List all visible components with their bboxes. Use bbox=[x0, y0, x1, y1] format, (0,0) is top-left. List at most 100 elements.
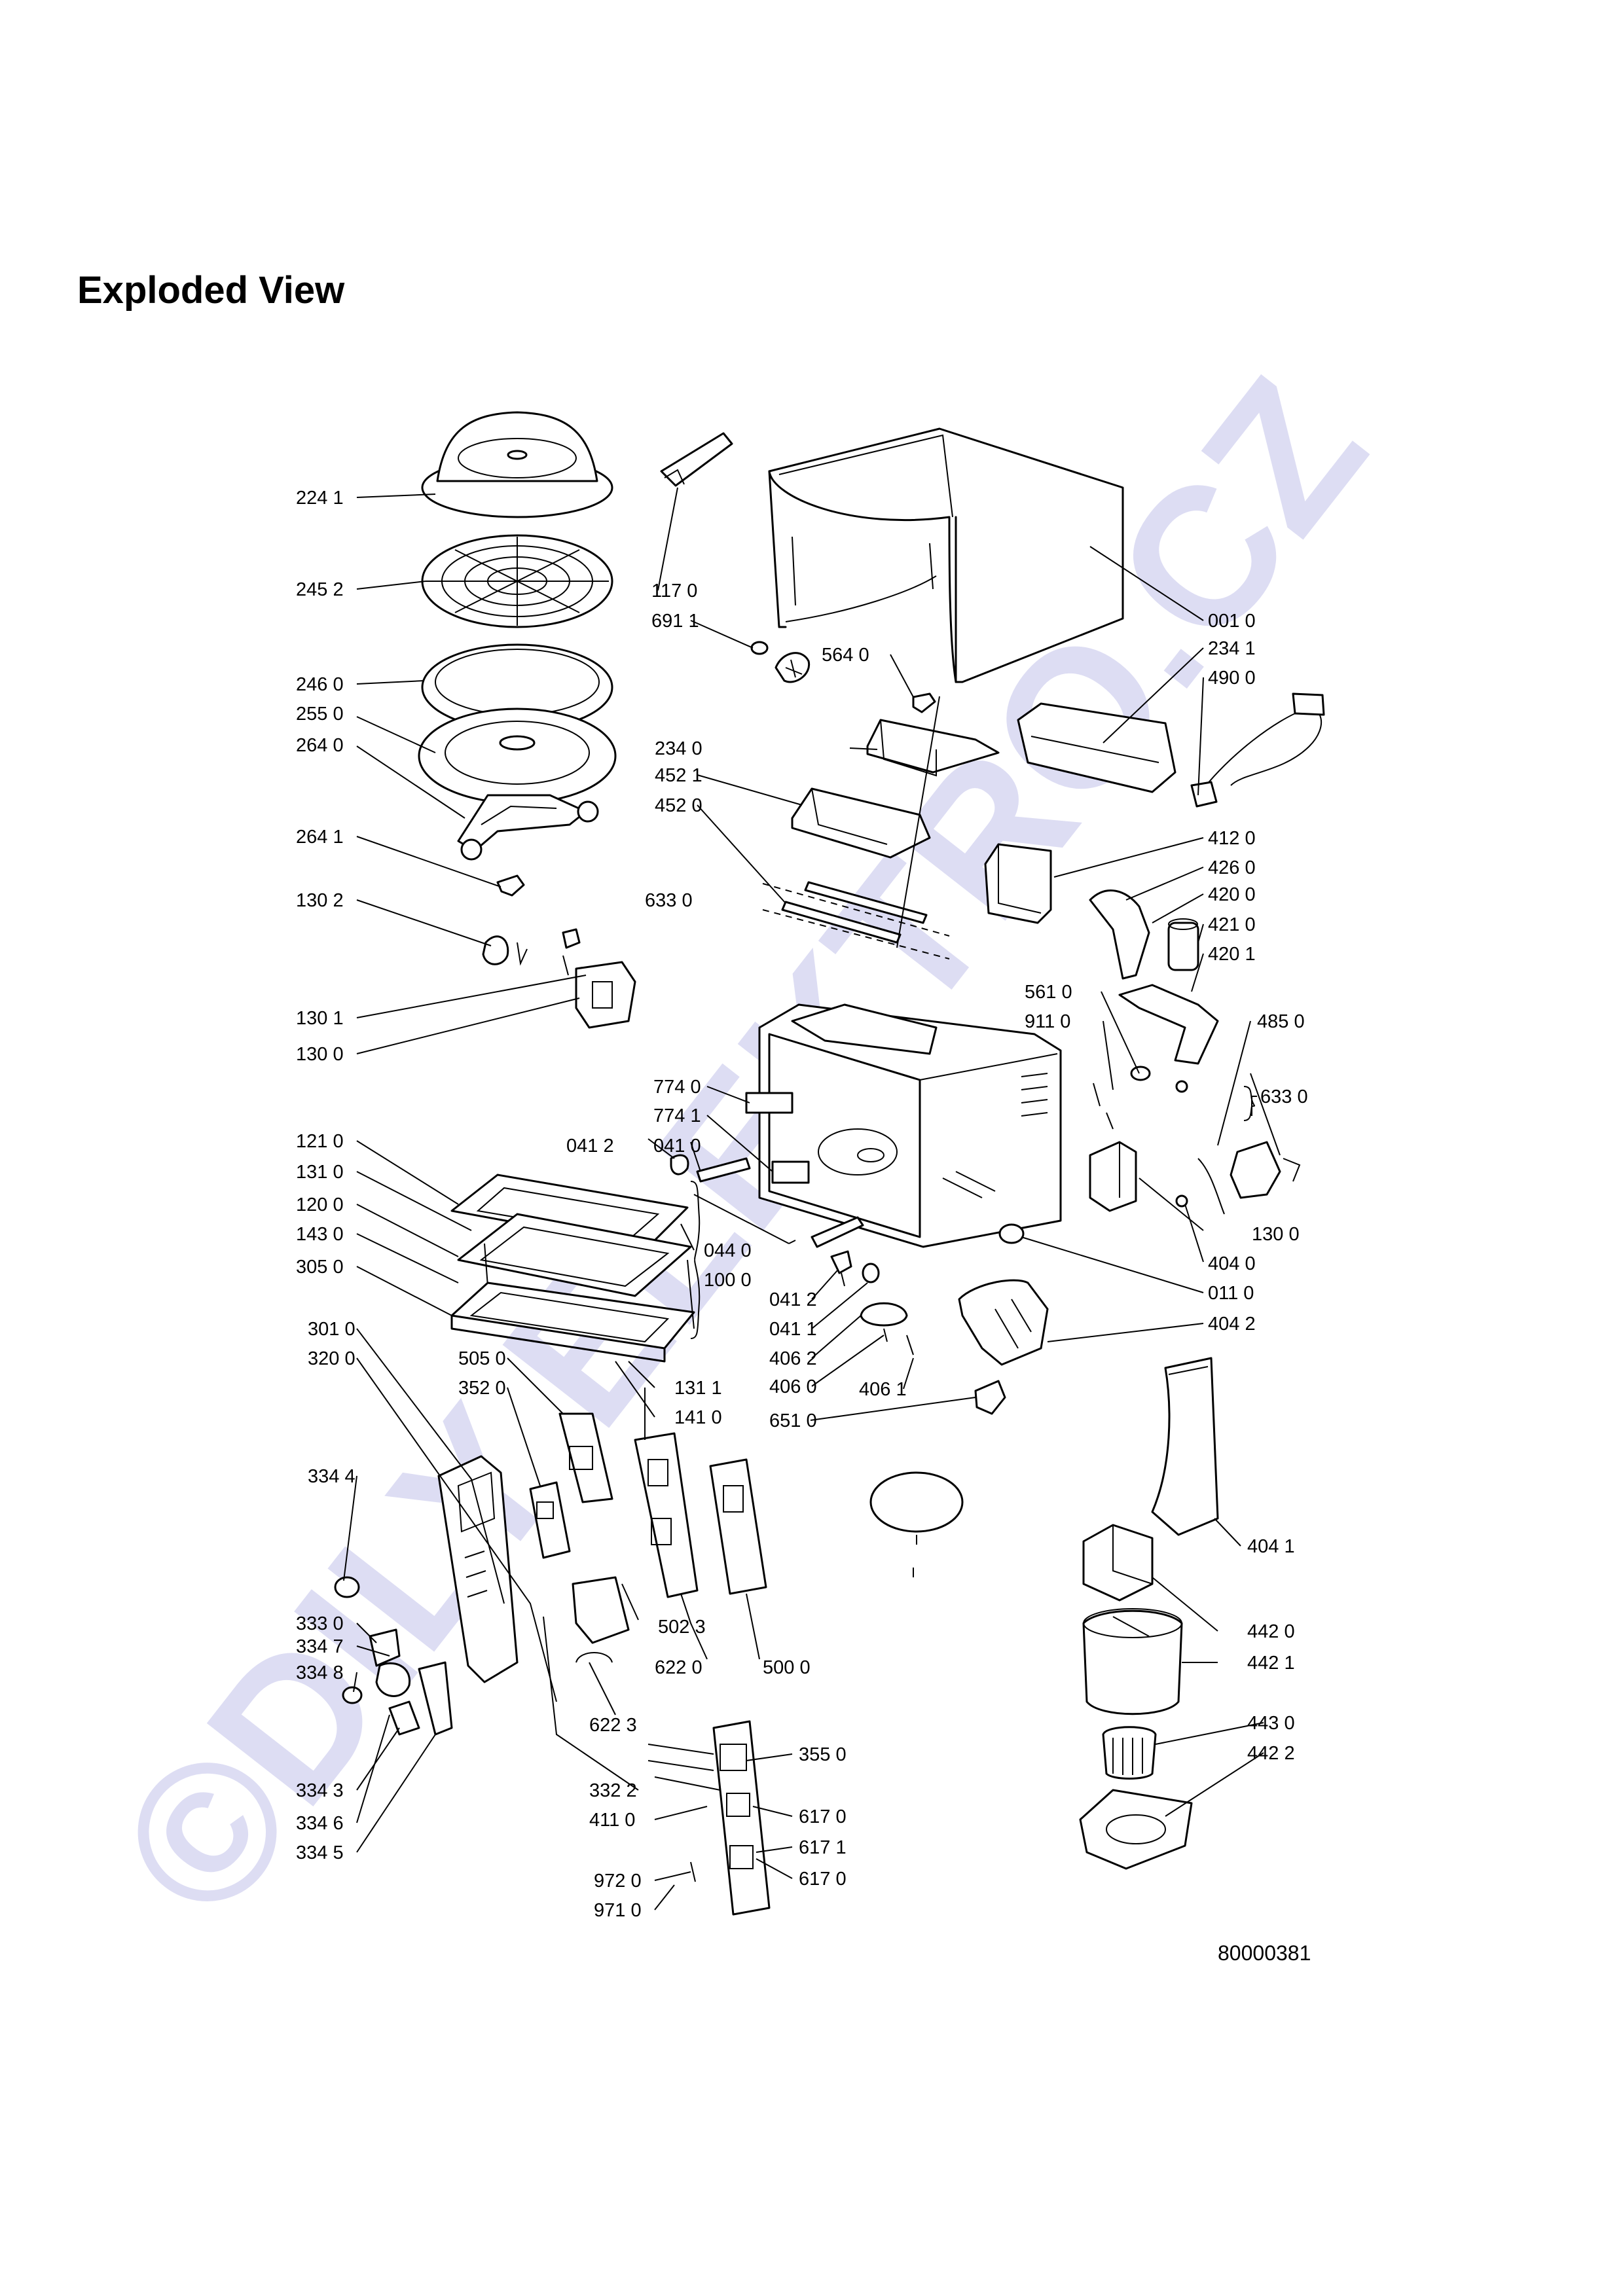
part-label: 421 0 bbox=[1208, 914, 1256, 935]
part-label: 406 1 bbox=[859, 1379, 907, 1400]
part-label: 100 0 bbox=[704, 1270, 752, 1291]
part-label: 320 0 bbox=[308, 1348, 356, 1369]
part-label: 355 0 bbox=[799, 1744, 847, 1765]
capacitor-bracket-part bbox=[1118, 984, 1219, 1065]
part-label: 622 3 bbox=[589, 1715, 637, 1736]
part-label: 404 1 bbox=[1247, 1536, 1295, 1557]
part-label: 406 0 bbox=[769, 1376, 817, 1397]
page-title: Exploded View bbox=[77, 269, 345, 312]
turntable-glass-part bbox=[418, 708, 617, 804]
part-label: 041 1 bbox=[769, 1319, 817, 1340]
part-label-group: 224 1 245 2 246 0 255 0 264 0 264 1 130 … bbox=[296, 488, 1308, 1921]
part-label: 774 0 bbox=[653, 1077, 701, 1098]
part-label: 334 6 bbox=[296, 1813, 344, 1834]
part-label: 224 1 bbox=[296, 488, 344, 509]
small-screws-part bbox=[1093, 1066, 1188, 1208]
part-label: 564 0 bbox=[822, 645, 869, 666]
side-duct-part bbox=[1017, 702, 1176, 793]
lever-parts bbox=[342, 1628, 453, 1736]
part-label: 622 0 bbox=[655, 1657, 702, 1678]
fuse-holder-part bbox=[1197, 1141, 1301, 1215]
part-label: 502 3 bbox=[658, 1617, 706, 1638]
tube-part bbox=[660, 432, 733, 487]
part-label: 120 0 bbox=[296, 1194, 344, 1215]
part-label: 264 1 bbox=[296, 827, 344, 848]
part-label: 130 0 bbox=[1252, 1224, 1300, 1245]
coupler-part bbox=[496, 874, 525, 897]
part-label: 255 0 bbox=[296, 704, 344, 725]
duct-tube-part bbox=[1151, 1357, 1219, 1536]
part-label: 334 7 bbox=[296, 1636, 344, 1657]
knob-part bbox=[334, 1576, 360, 1598]
outer-case-part bbox=[768, 427, 1124, 683]
door-hinge-part bbox=[670, 1154, 796, 1244]
part-label: 117 0 bbox=[651, 581, 697, 601]
part-label: 041 2 bbox=[769, 1289, 817, 1310]
part-label: 452 0 bbox=[655, 795, 702, 816]
turntable-motor-part bbox=[860, 1263, 914, 1355]
part-label: 404 0 bbox=[1208, 1253, 1256, 1274]
thermal-fuse-part bbox=[482, 928, 581, 976]
hinge-plate-part bbox=[811, 1216, 864, 1287]
part-label: 774 1 bbox=[653, 1105, 701, 1126]
oven-cavity-part bbox=[745, 1003, 1062, 1248]
mains-cord-part bbox=[1190, 692, 1325, 808]
relay-board-part bbox=[647, 1720, 771, 1916]
part-label: 505 0 bbox=[458, 1348, 506, 1369]
part-label: 411 0 bbox=[589, 1810, 635, 1831]
magnetron-part bbox=[1089, 1141, 1137, 1212]
display-board-part bbox=[558, 1412, 613, 1503]
part-label: 264 0 bbox=[296, 735, 344, 756]
keypad-part bbox=[529, 1481, 571, 1559]
part-label: 617 1 bbox=[799, 1837, 847, 1858]
part-label: 485 0 bbox=[1257, 1011, 1305, 1032]
brace-marks bbox=[690, 1086, 1256, 1339]
part-label: 246 0 bbox=[296, 674, 344, 695]
door-glass-part bbox=[457, 1213, 692, 1297]
lamp-part bbox=[974, 1380, 1006, 1415]
capacitor-part bbox=[1167, 918, 1199, 971]
part-label: 442 2 bbox=[1247, 1743, 1295, 1764]
part-label: 334 4 bbox=[308, 1466, 356, 1487]
lamp-cover-part bbox=[791, 787, 931, 859]
part-label: 442 0 bbox=[1247, 1621, 1295, 1642]
part-label: 130 2 bbox=[296, 890, 344, 911]
part-label: 911 0 bbox=[1025, 1011, 1070, 1032]
part-label: 334 5 bbox=[296, 1842, 344, 1863]
fan-housing-part bbox=[1082, 1608, 1183, 1715]
part-label: 971 0 bbox=[594, 1900, 642, 1921]
heater-elements-part bbox=[762, 881, 950, 960]
small-bottom-parts bbox=[690, 1568, 914, 1882]
pcb-board-a-part bbox=[634, 1432, 699, 1598]
part-label: 633 0 bbox=[1260, 1086, 1308, 1107]
part-label: 334 3 bbox=[296, 1780, 344, 1801]
part-label: 234 1 bbox=[1208, 638, 1256, 659]
part-label: 972 0 bbox=[594, 1871, 642, 1892]
part-label: 131 1 bbox=[674, 1378, 722, 1399]
switch-bracket-part bbox=[575, 961, 636, 1029]
part-label: 234 0 bbox=[655, 738, 702, 759]
turntable-cover-part bbox=[421, 411, 613, 518]
part-label: 143 0 bbox=[296, 1224, 344, 1245]
part-label: 001 0 bbox=[1208, 611, 1256, 632]
fan-duct-part bbox=[958, 1279, 1049, 1366]
fan-base-part bbox=[1079, 1789, 1193, 1870]
foot-part bbox=[998, 1223, 1025, 1244]
lamp-holder-part bbox=[750, 641, 811, 683]
part-label: 420 1 bbox=[1208, 944, 1256, 965]
part-label: 633 0 bbox=[645, 890, 693, 911]
fuse-clip-part bbox=[912, 692, 936, 713]
interlock-bracket-part bbox=[572, 1576, 630, 1663]
fan-part bbox=[1102, 1726, 1157, 1780]
part-label: 130 0 bbox=[296, 1044, 344, 1065]
part-label: 442 1 bbox=[1247, 1653, 1295, 1674]
part-label: 305 0 bbox=[296, 1257, 344, 1278]
part-label: 011 0 bbox=[1208, 1283, 1254, 1304]
grill-rack-part bbox=[421, 534, 613, 628]
part-label: 130 1 bbox=[296, 1008, 344, 1029]
air-duct-part bbox=[866, 719, 1000, 777]
part-label: 334 8 bbox=[296, 1662, 344, 1683]
part-label: 617 0 bbox=[799, 1869, 847, 1890]
part-label: 420 0 bbox=[1208, 884, 1256, 905]
